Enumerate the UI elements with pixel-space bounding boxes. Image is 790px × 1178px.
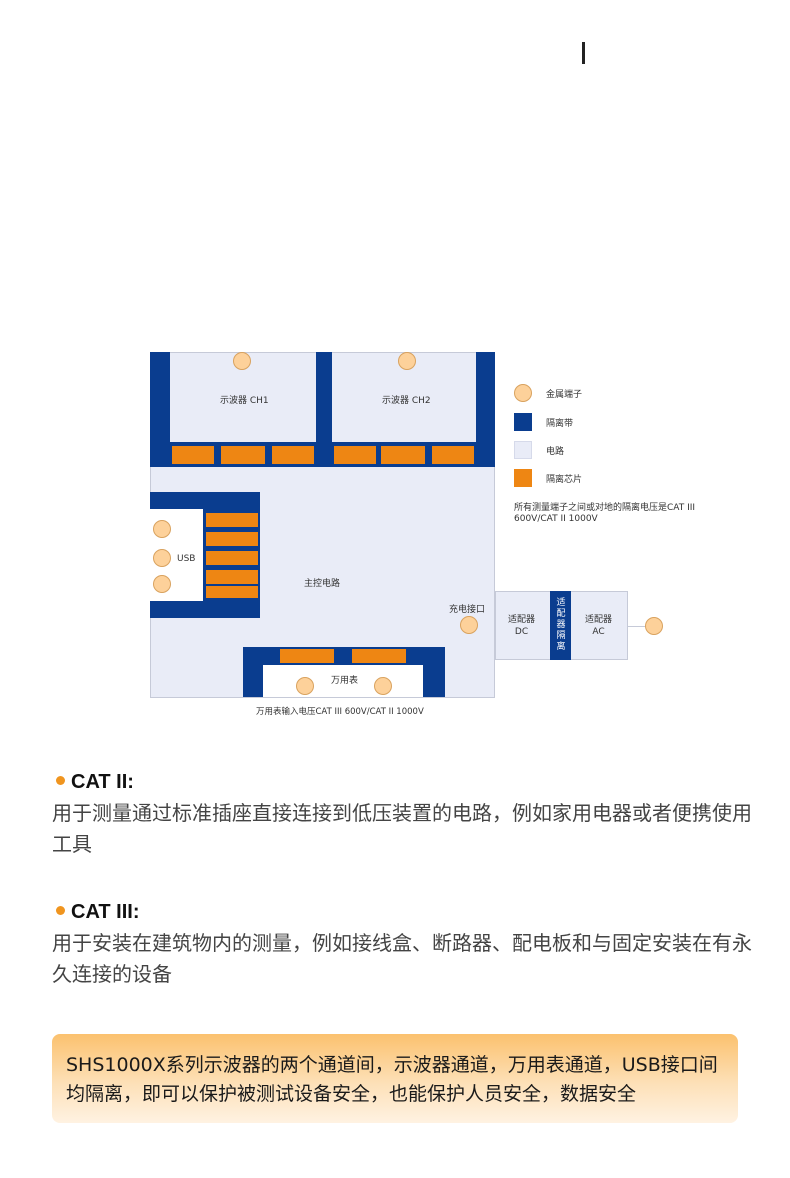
legend-label: 隔离芯片 (546, 475, 583, 485)
ch2-isolation-chip (381, 446, 425, 464)
usb-isolation-chip (206, 551, 258, 565)
usb-metal-terminal (153, 549, 171, 567)
adapter-ac-label: 适配器 AC (585, 615, 613, 637)
ch1-label: 示波器 CH1 (220, 396, 269, 406)
cat-ii-heading: CAT II: (56, 771, 134, 794)
usb-metal-terminal (153, 575, 171, 593)
blank-header-area (0, 0, 790, 330)
multimeter-right-isolation (423, 647, 445, 697)
cat-iii-heading: CAT III: (56, 901, 140, 924)
multimeter-isolation-chip (280, 649, 334, 663)
ch2-isolation-chip (334, 446, 376, 464)
multimeter-left-isolation (243, 647, 263, 697)
multimeter-terminal (296, 677, 314, 695)
legend-label: 隔离带 (546, 419, 574, 429)
ch2-isolation-chip (432, 446, 474, 464)
ch1-left-isolation (150, 352, 170, 467)
cat-ii-title: CAT II: (71, 771, 134, 793)
header-mark (582, 42, 585, 64)
ch1-isolation-chip (172, 446, 214, 464)
charge-port-terminal (460, 616, 478, 634)
usb-isolation-chip (206, 513, 258, 527)
adapter-dc-label: 适配器 DC (508, 615, 536, 637)
summary-banner: SHS1000X系列示波器的两个通道间，示波器通道，万用表通道，USB接口间均隔… (52, 1034, 738, 1123)
usb-bottom-isolation (150, 601, 260, 618)
legend-swatch (514, 469, 532, 487)
multimeter-isolation-chip (352, 649, 406, 663)
adapter-isolation-label: 适 配 器 隔 离 (556, 598, 566, 652)
legend-label: 金属端子 (546, 390, 583, 400)
adapter-isolation (550, 591, 571, 660)
legend-swatch (514, 413, 532, 431)
usb-isolation-chip (206, 586, 258, 598)
legend-note: 所有测量端子之间或对地的隔离电压是CAT III 600V/CAT II 100… (514, 503, 696, 524)
bullet-icon (56, 776, 65, 786)
usb-top-isolation (150, 492, 260, 509)
ch1-isolation-chip (221, 446, 265, 464)
multimeter-label: 万用表 (331, 676, 359, 686)
multimeter-area (263, 665, 423, 697)
ch2-metal-terminal (398, 352, 416, 370)
legend-label: 电路 (546, 447, 565, 457)
usb-isolation-chip (206, 570, 258, 584)
usb-label: USB (177, 554, 196, 564)
legend-swatch (514, 384, 532, 402)
charge-port-label: 充电接口 (449, 605, 486, 615)
ac-wire (628, 626, 646, 627)
multimeter-note: 万用表输入电压CAT III 600V/CAT II 1000V (256, 707, 424, 717)
ch1-isolation-chip (272, 446, 314, 464)
cat-iii-title: CAT III: (71, 901, 140, 923)
usb-metal-terminal (153, 520, 171, 538)
main-circuit-label: 主控电路 (304, 579, 341, 589)
ac-plug-terminal (645, 617, 663, 635)
bullet-icon (56, 906, 65, 916)
legend-swatch (514, 441, 532, 459)
multimeter-terminal (374, 677, 392, 695)
isolation-diagram: 示波器 CH1 示波器 CH2 USB 主控电路 充电接口 适配器 DC 适 配… (150, 352, 696, 717)
ch2-label: 示波器 CH2 (382, 396, 431, 406)
summary-banner-text: SHS1000X系列示波器的两个通道间，示波器通道，万用表通道，USB接口间均隔… (66, 1054, 718, 1105)
usb-isolation-chip (206, 532, 258, 546)
ch1-right-isolation (316, 352, 332, 467)
ch2-right-isolation (476, 352, 495, 467)
cat-iii-description: 用于安装在建筑物内的测量，例如接线盒、断路器、配电板和与固定安装在有永久连接的设… (52, 931, 752, 986)
ch1-metal-terminal (233, 352, 251, 370)
cat-ii-description: 用于测量通过标准插座直接连接到低压装置的电路，例如家用电器或者便携使用工具 (52, 801, 752, 856)
